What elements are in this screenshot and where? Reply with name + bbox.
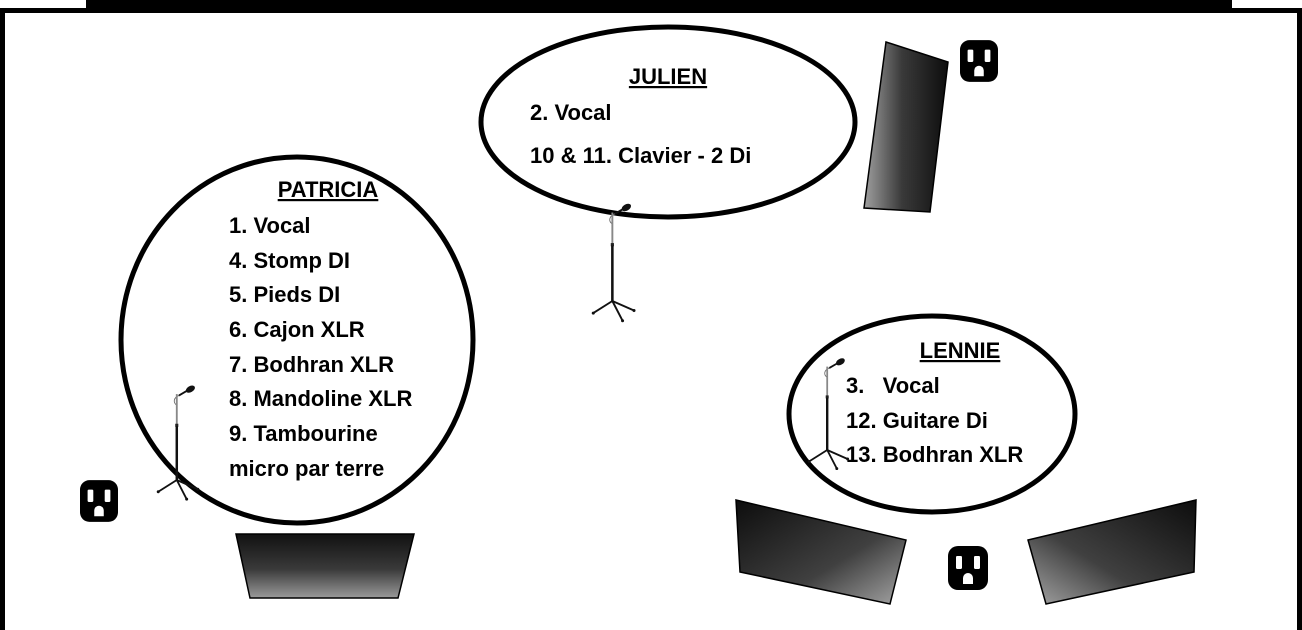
zone-lennie: LENNIE 3. Vocal 12. Guitare Di 13. Bodhr… [786,313,1078,515]
stage-monitor-wedge-icon [1027,499,1197,605]
power-outlet-icon [80,480,118,522]
zone-patricia-line: 9. Tambourine [229,421,378,446]
zone-patricia-circle [118,154,476,526]
zone-julien-title: JULIEN [629,64,707,89]
zone-lennie-title: LENNIE [920,338,1001,363]
power-outlet-icon [948,546,988,590]
zone-julien-line: 2. Vocal [530,100,612,125]
zone-lennie-line: 12. Guitare Di [846,408,988,433]
zone-julien: JULIEN 2. Vocal 10 & 11. Clavier - 2 Di [478,24,858,220]
zone-patricia: PATRICIA 1. Vocal 4. Stomp DI 5. Pieds D… [118,154,476,526]
zone-patricia-line: 8. Mandoline XLR [229,386,412,411]
stage-monitor-wedge-icon [235,533,415,599]
power-outlet-icon [960,40,998,82]
stage-monitor-wedge-icon [863,41,949,213]
zone-patricia-line: 1. Vocal [229,213,311,238]
zone-patricia-line: micro par terre [229,456,384,481]
zone-patricia-title: PATRICIA [278,177,379,202]
zone-lennie-line: 13. Bodhran XLR [846,442,1023,467]
zone-lennie-circle [786,313,1078,515]
zone-patricia-line: 6. Cajon XLR [229,317,365,342]
zone-patricia-line: 4. Stomp DI [229,248,350,273]
zone-patricia-line: 7. Bodhran XLR [229,352,394,377]
zone-lennie-line: 3. Vocal [846,373,940,398]
zone-julien-line: 10 & 11. Clavier - 2 Di [530,143,751,168]
microphone-stand-icon [590,200,638,324]
frame-top-bar [86,0,1232,10]
zone-patricia-line: 5. Pieds DI [229,282,340,307]
frame-border [0,8,1302,630]
stage-monitor-wedge-icon [735,499,907,605]
zone-julien-circle [478,24,858,220]
